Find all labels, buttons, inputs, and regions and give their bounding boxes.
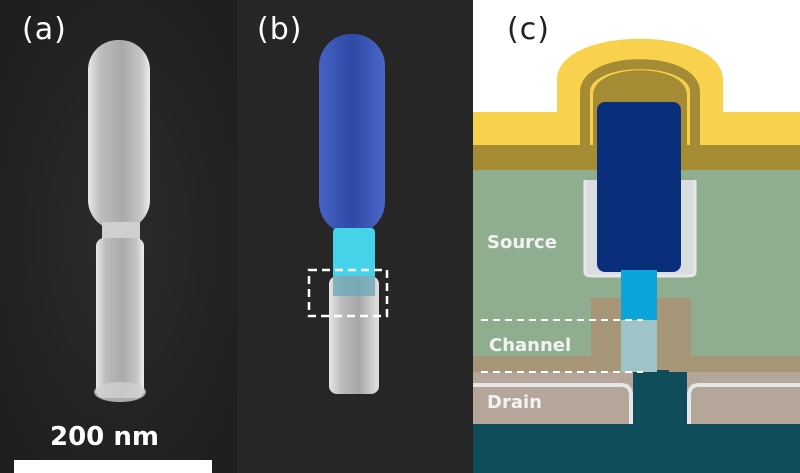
panel-label-a: (a) bbox=[22, 12, 67, 47]
top-contact-blue bbox=[319, 34, 385, 234]
channel-label: Channel bbox=[489, 335, 572, 356]
nanowire-upper-segment bbox=[88, 40, 150, 230]
substrate-layer bbox=[473, 424, 800, 473]
scale-bar bbox=[14, 460, 212, 473]
lower-gray-segment bbox=[329, 276, 379, 394]
dashed-highlight-box bbox=[307, 268, 389, 318]
device-cross-section bbox=[473, 38, 800, 473]
nanowire-a-figure bbox=[0, 0, 237, 473]
panel-label-c: (c) bbox=[507, 12, 550, 47]
scale-bar-label: 200 nm bbox=[50, 422, 159, 452]
channel-cyan-segment bbox=[333, 228, 375, 280]
nanowire-lower-segment bbox=[96, 238, 144, 398]
schematic-panel-c: (c) Source Channel Drain bbox=[473, 0, 800, 473]
panel-label-b: (b) bbox=[257, 12, 303, 47]
sem-panel-b: (b) bbox=[237, 0, 473, 473]
core-cyan-channel bbox=[621, 270, 657, 320]
sem-panel-a: (a) 200 nm bbox=[0, 0, 237, 473]
drain-label: Drain bbox=[487, 392, 542, 413]
core-navy bbox=[597, 102, 681, 272]
source-label: Source bbox=[487, 232, 557, 253]
nanowire-b-figure bbox=[237, 0, 473, 473]
